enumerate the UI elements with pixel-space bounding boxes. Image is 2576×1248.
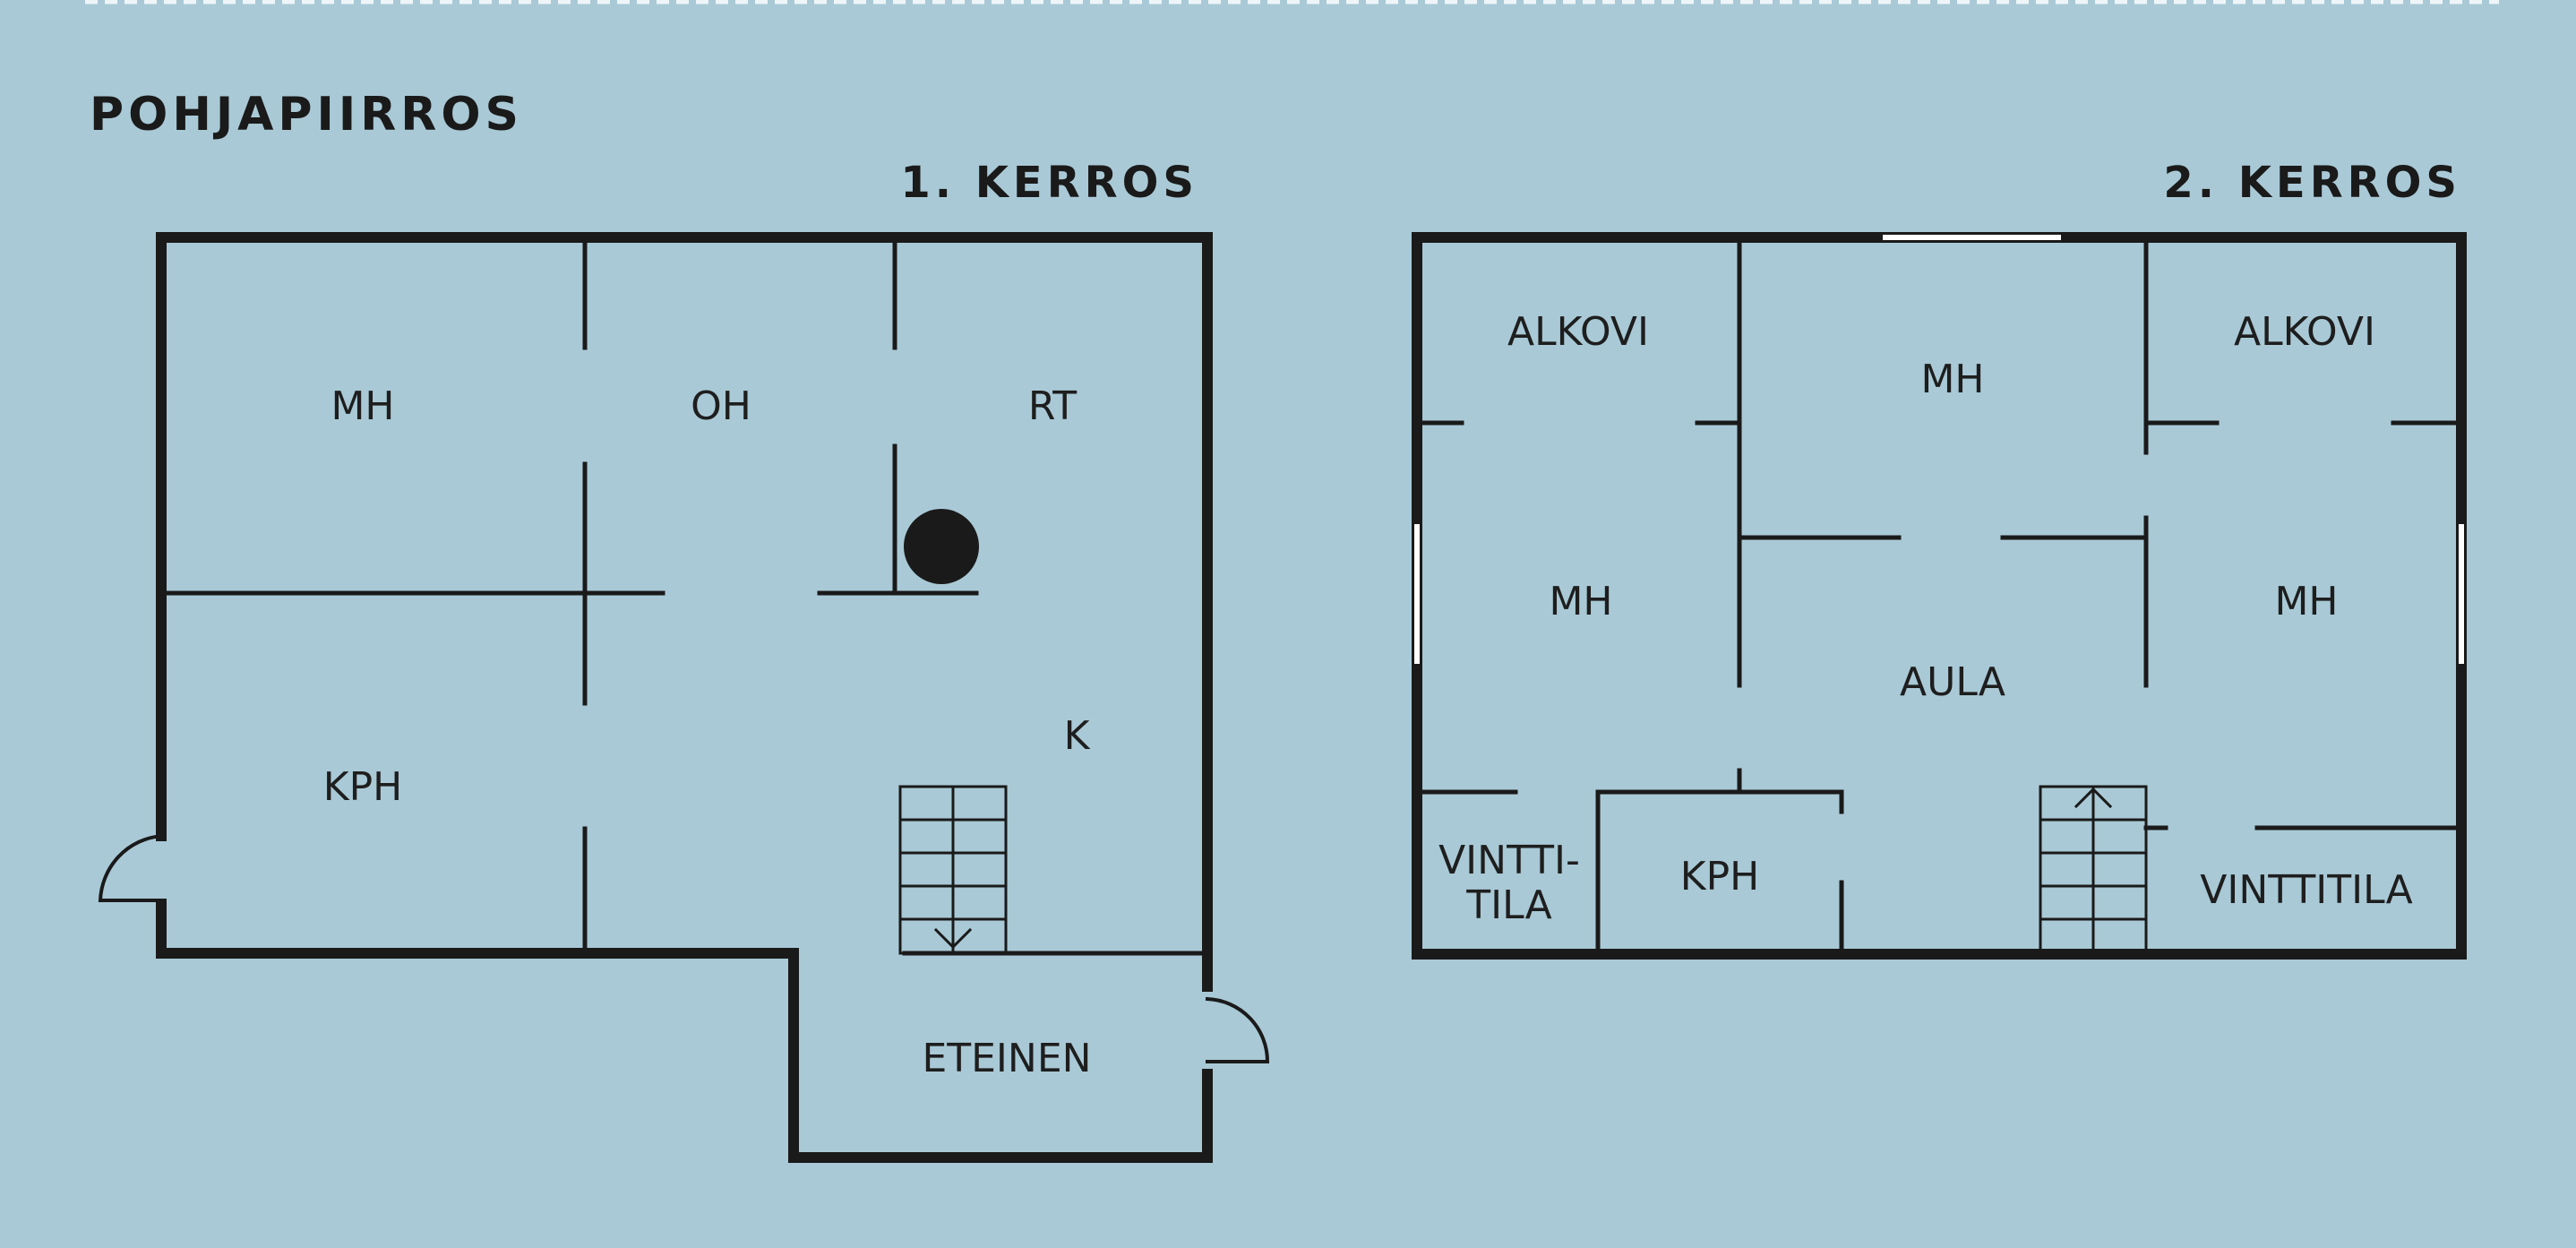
room-label-mh-left: MH — [1549, 579, 1612, 624]
room-label-kph-2: KPH — [1680, 854, 1759, 899]
room-label-aula: AULA — [1900, 659, 2005, 705]
room-label-vintti-line2: TILA — [1465, 882, 1551, 928]
room-label-eteinen: ETEINEN — [922, 1036, 1091, 1081]
room-label-mh: MH — [331, 383, 394, 429]
room-label-vintti-line1: VINTTI- — [1438, 838, 1580, 883]
floor-1-label: 1. KERROS — [900, 158, 1198, 208]
floor-2-label: 2. KERROS — [2163, 158, 2461, 208]
floor-2-interior-walls — [1420, 239, 2459, 952]
room-label-rt: RT — [1028, 383, 1077, 429]
room-label-vinttitila: VINTTITILA — [2200, 867, 2412, 913]
room-label-oh: OH — [691, 383, 751, 429]
page-title: POHJAPIIRROS — [90, 88, 523, 142]
room-label-alkovi-left: ALKOVI — [1507, 309, 1649, 355]
fireplace-icon — [904, 509, 979, 584]
room-label-mh-right: MH — [2274, 579, 2338, 624]
floor-2-plan: 2. KERROS — [1412, 158, 2467, 960]
front-door-swing — [1205, 996, 1270, 1063]
room-label-kph: KPH — [323, 764, 402, 810]
floor-1-outer-wall — [156, 232, 1213, 1163]
floor-1-interior-walls — [164, 239, 1205, 956]
left-door-swing — [98, 833, 164, 902]
room-label-k: K — [1064, 713, 1091, 759]
floor-1-stairs-icon — [898, 785, 1008, 955]
room-label-mh-top: MH — [1920, 357, 1984, 402]
room-label-alkovi-right: ALKOVI — [2234, 309, 2375, 355]
floor-2-stairs-icon — [2039, 785, 2148, 956]
floor-1-plan: 1. KERROS — [98, 158, 1270, 1163]
